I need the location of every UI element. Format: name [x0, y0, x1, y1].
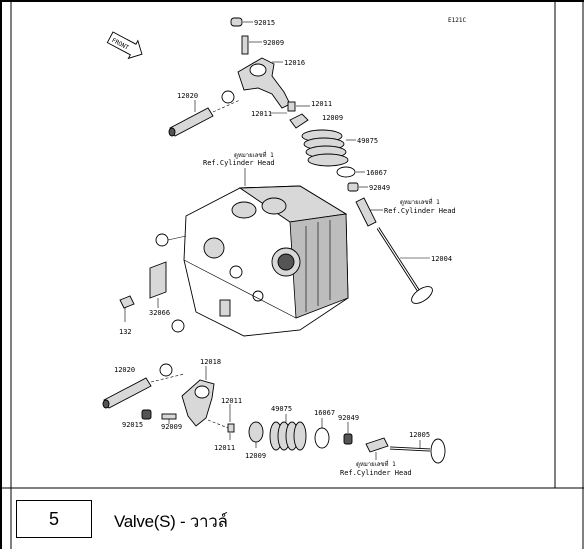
- part-92009-top: 92009: [241, 35, 284, 55]
- part-12011-top: 12011 12009 12011: [251, 100, 343, 122]
- part-valve-guide-bottom: [365, 437, 389, 453]
- svg-text:16067: 16067: [366, 169, 387, 177]
- part-92015-top: 92015: [230, 17, 275, 27]
- marker-b-block: [171, 319, 185, 333]
- svg-text:92015: 92015: [254, 19, 275, 27]
- part-16067-bottom: 16067: [314, 409, 335, 449]
- svg-text:92009: 92009: [161, 423, 182, 431]
- svg-text:ดูหมายเลขที่ 1: ดูหมายเลขที่ 1: [234, 151, 274, 159]
- part-92049-top: 92049: [347, 182, 390, 192]
- ref-code: E121C: [448, 17, 466, 24]
- svg-text:92015: 92015: [122, 421, 143, 429]
- cylinder-head-block: [183, 185, 349, 337]
- svg-text:12011: 12011: [221, 397, 242, 405]
- part-49075-spring-bottom: 49075: [269, 405, 307, 451]
- part-12016-rocker-arm: 12016: [237, 57, 305, 109]
- part-12020-shaft-top: 12020: [168, 90, 241, 137]
- svg-text:12020: 12020: [114, 366, 135, 374]
- svg-text:12009: 12009: [245, 452, 266, 460]
- svg-text:49075: 49075: [357, 137, 378, 145]
- svg-text:ดูหมายเลขที่ 1: ดูหมายเลขที่ 1: [356, 460, 396, 468]
- ref-cylinder-head-label-1: ดูหมายเลขที่ 1 Ref.Cylinder Head: [203, 151, 275, 186]
- front-arrow-icon: FRONT: [106, 31, 143, 60]
- page-number: 5: [48, 508, 59, 529]
- part-132-bolt: 132: [119, 295, 135, 336]
- svg-text:ดูหมายเลขที่ 1: ดูหมายเลขที่ 1: [400, 198, 440, 206]
- part-12020-shaft-bottom: 12020: [102, 363, 185, 409]
- part-12004-valve: 12004: [376, 227, 452, 304]
- svg-text:12004: 12004: [431, 255, 452, 263]
- svg-text:32066: 32066: [149, 309, 170, 317]
- svg-text:16067: 16067: [314, 409, 335, 417]
- svg-text:92049: 92049: [369, 184, 390, 192]
- page-number-box: 5: [16, 500, 92, 538]
- part-92015-bottom: 92015: [122, 409, 152, 429]
- svg-text:Ref.Cylinder Head: Ref.Cylinder Head: [384, 207, 456, 215]
- part-12018-rocker-arm: 12018: [181, 358, 221, 427]
- part-12005-valve: 12005: [389, 431, 446, 464]
- part-12009-seal-bottom: 12009: [245, 421, 266, 460]
- part-92009-bottom: 92009: [161, 413, 182, 431]
- part-49075-spring-top: 49075: [301, 129, 378, 167]
- svg-text:12011: 12011: [214, 444, 235, 452]
- part-12009-seal-top: [289, 113, 309, 129]
- svg-text:12016: 12016: [284, 59, 305, 67]
- section-title: Valve(S) - วาวล์: [114, 512, 228, 531]
- svg-text:Ref.Cylinder Head: Ref.Cylinder Head: [203, 159, 275, 167]
- svg-text:49075: 49075: [271, 405, 292, 413]
- part-32066-plate: 32066: [149, 261, 170, 317]
- marker-a-side: [155, 233, 187, 247]
- svg-text:12011: 12011: [311, 100, 332, 108]
- part-valve-guide-top: [355, 197, 377, 227]
- part-16067-top: 16067: [336, 166, 387, 178]
- svg-text:92049: 92049: [338, 414, 359, 422]
- svg-text:12020: 12020: [177, 92, 198, 100]
- part-12011-bottom: 12011 12011: [207, 397, 242, 452]
- svg-text:12009: 12009: [322, 114, 343, 122]
- ref-cylinder-head-label-3: ดูหมายเลขที่ 1 Ref.Cylinder Head: [340, 452, 412, 477]
- ref-cylinder-head-label-2: ดูหมายเลขที่ 1 Ref.Cylinder Head: [370, 198, 456, 215]
- svg-text:Ref.Cylinder Head: Ref.Cylinder Head: [340, 469, 412, 477]
- svg-text:12018: 12018: [200, 358, 221, 366]
- svg-text:12005: 12005: [409, 431, 430, 439]
- svg-text:12011: 12011: [251, 110, 272, 118]
- part-92049-bottom: 92049: [338, 414, 359, 445]
- svg-text:92009: 92009: [263, 39, 284, 47]
- svg-text:132: 132: [119, 328, 132, 336]
